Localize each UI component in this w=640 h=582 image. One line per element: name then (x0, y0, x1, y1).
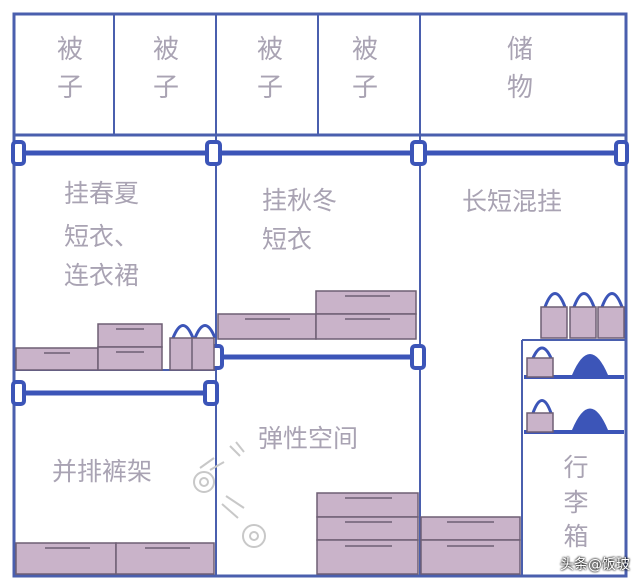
drawer-group-left (15, 323, 163, 371)
luggage-line3: 箱 (563, 522, 588, 551)
hat-icon (572, 408, 608, 430)
shelf-cell-5-line2: 物 (507, 73, 533, 103)
drawer-group-bottom-right (420, 516, 521, 575)
drawer-group-bottom-middle (316, 492, 419, 575)
shelf-cell-1-line2: 子 (57, 73, 83, 103)
drawer-group-bottom-left (15, 542, 215, 575)
bag-icon (526, 346, 554, 378)
top-shelf-labels: 被 子 被 子 被 子 被 子 储 物 (57, 35, 533, 103)
luggage-shelves (524, 346, 624, 434)
shelf-cell-3-line2: 子 (257, 73, 283, 103)
luggage-line2: 李 (563, 488, 588, 517)
middle-section-line2: 短衣 (262, 225, 312, 254)
drawer-group-middle (217, 290, 417, 340)
watermark: 头条@饭玻 (560, 557, 630, 573)
hanging-rails (11, 140, 629, 406)
middle-section-line1: 挂秋冬 (262, 186, 337, 215)
doodle-decoration (193, 441, 266, 548)
bags (169, 292, 625, 371)
left-section-line2: 短衣、 (64, 222, 139, 251)
bag-icon (526, 399, 554, 433)
shelf-cell-4-line2: 子 (352, 73, 378, 103)
right-section-label: 长短混挂 (462, 187, 562, 216)
top-shelf (14, 14, 626, 137)
bag-icon (597, 292, 625, 339)
shelf-cell-5-line1: 储 (507, 35, 533, 65)
shelf-cell-1-line1: 被 (57, 35, 83, 65)
hat-icon (572, 354, 608, 375)
bag-icon (169, 324, 195, 371)
section-labels: 挂春夏 短衣、 连衣裙 挂秋冬 短衣 长短混挂 并排裤架 弹性空间 行 李 箱 (52, 179, 589, 551)
shelf-cell-3-line1: 被 (257, 35, 283, 65)
shelf-cell-4-line1: 被 (352, 35, 378, 65)
pants-rack-label: 并排裤架 (52, 457, 152, 486)
shelf-cell-2-line1: 被 (153, 35, 179, 65)
bag-icon (191, 324, 217, 371)
drawers (15, 290, 521, 575)
luggage-line1: 行 (563, 453, 588, 482)
left-section-line3: 连衣裙 (64, 261, 139, 290)
shelf-cell-2-line2: 子 (153, 73, 179, 103)
bag-icon (569, 292, 597, 339)
wardrobe-frame (12, 12, 628, 578)
bag-icon (540, 292, 568, 339)
left-section-line1: 挂春夏 (64, 179, 139, 208)
flexible-space-label: 弹性空间 (258, 424, 358, 453)
